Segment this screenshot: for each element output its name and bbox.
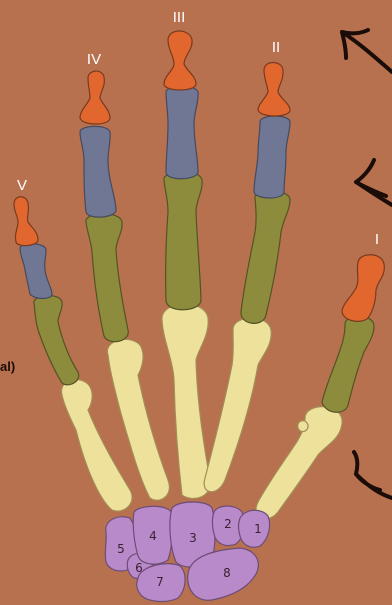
arrow-metacarpal-icon xyxy=(354,452,392,498)
distal-phalanx-v xyxy=(14,197,38,246)
digit-label-i: I xyxy=(375,231,379,248)
metacarpal-i-sesamoid xyxy=(298,421,308,432)
carpal-number-2: 2 xyxy=(224,517,232,531)
middle-phalanx-iii xyxy=(166,86,198,178)
metacarpal-ii xyxy=(204,318,271,492)
digit-label-iii: III xyxy=(173,9,186,26)
carpal-bones xyxy=(105,502,269,601)
proximal-phalanx-iv xyxy=(86,214,128,342)
digit-label-ii: II xyxy=(272,39,280,56)
middle-phalanx-v xyxy=(20,244,52,299)
carpal-number-4: 4 xyxy=(149,529,157,543)
carpal-number-1: 1 xyxy=(254,522,262,536)
distal-phalanx-ii xyxy=(258,63,290,117)
digit-labels: I II III IV V xyxy=(17,9,379,248)
arrow-middle-icon xyxy=(356,160,392,205)
carpal-number-3: 3 xyxy=(189,531,197,545)
carpal-number-7: 7 xyxy=(156,575,164,589)
proximal-phalanges xyxy=(34,172,374,412)
distal-phalanx-i xyxy=(342,255,384,322)
distal-phalanx-iv xyxy=(80,71,110,124)
proximal-phalanx-ii xyxy=(241,191,290,324)
cropped-label-text: al) xyxy=(0,359,15,374)
digit-label-iv: IV xyxy=(87,51,101,68)
middle-phalanx-iv xyxy=(80,126,116,217)
carpal-number-5: 5 xyxy=(117,542,125,556)
proximal-phalanx-iii xyxy=(164,172,202,310)
proximal-phalanx-v xyxy=(34,296,79,385)
carpal-number-8: 8 xyxy=(223,566,231,580)
distal-phalanx-iii xyxy=(164,31,196,90)
carpal-number-6: 6 xyxy=(135,561,143,575)
digit-label-v: V xyxy=(17,177,27,194)
arrow-distal-icon xyxy=(342,30,392,72)
middle-phalanx-ii xyxy=(254,116,290,198)
metacarpal-iii xyxy=(162,304,210,499)
proximal-phalanx-i xyxy=(322,316,374,412)
